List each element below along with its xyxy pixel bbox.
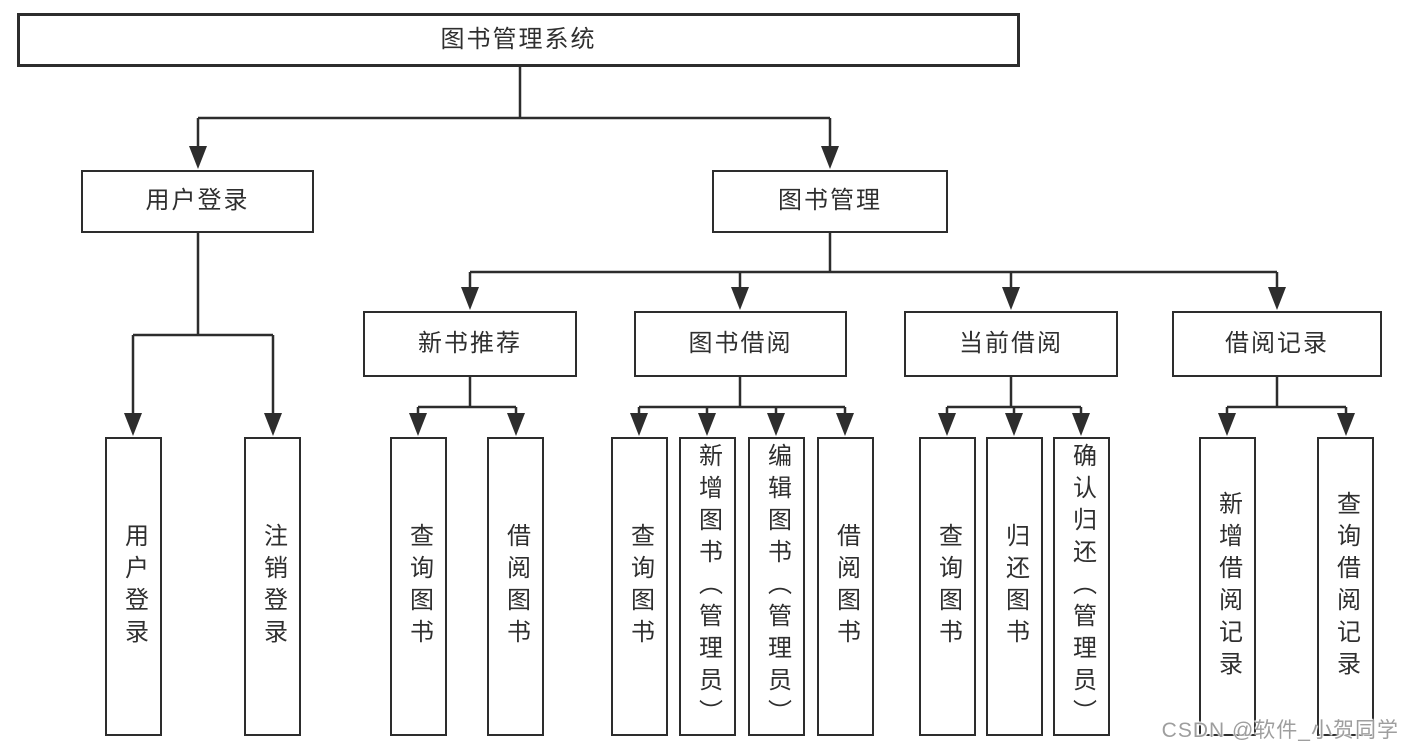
leaf-return-books: 归还图书: [986, 437, 1043, 736]
node-library-management-system: 图书管理系统: [17, 13, 1020, 67]
arrowhead-down-icon: [189, 146, 207, 169]
arrowhead-down-icon: [836, 413, 854, 436]
arrowhead-down-icon: [630, 413, 648, 436]
node-current-borrowing: 当前借阅: [904, 311, 1118, 377]
leaf-confirm-return-admin: 确认归还（管理员）: [1053, 437, 1110, 736]
arrowhead-down-icon: [1005, 413, 1023, 436]
node-label: 借阅记录: [1225, 329, 1329, 357]
arrowhead-down-icon: [767, 413, 785, 436]
leaf-user-login: 用户登录: [105, 437, 162, 736]
node-borrowing-records: 借阅记录: [1172, 311, 1382, 377]
arrowhead-down-icon: [1072, 413, 1090, 436]
arrowhead-down-icon: [731, 287, 749, 310]
leaf-borrow-books-1: 借阅图书: [487, 437, 544, 736]
node-label: 新增借阅记录: [1214, 490, 1242, 683]
node-book-borrowing: 图书借阅: [634, 311, 847, 377]
node-label: 借阅图书: [832, 522, 860, 651]
node-label: 用户登录: [145, 187, 250, 215]
leaf-query-books-3: 查询图书: [919, 437, 976, 736]
arrowhead-down-icon: [1002, 287, 1020, 310]
node-label: 图书管理: [778, 187, 882, 215]
arrowhead-down-icon: [124, 413, 142, 436]
node-new-book-recommendation: 新书推荐: [363, 311, 577, 377]
leaf-edit-books-admin: 编辑图书（管理员）: [748, 437, 805, 736]
leaf-query-books-1: 查询图书: [390, 437, 447, 736]
node-label: 新书推荐: [418, 329, 522, 357]
node-label: 图书管理系统: [440, 25, 597, 53]
node-label: 确认归还（管理员）: [1068, 442, 1096, 731]
node-label: 查询借阅记录: [1332, 490, 1360, 683]
leaf-query-books-2: 查询图书: [611, 437, 668, 736]
watermark-credit: CSDN @软件_小贺同学: [1161, 719, 1399, 742]
node-label: 当前借阅: [959, 329, 1063, 357]
node-book-management: 图书管理: [712, 170, 948, 233]
node-label: 查询图书: [626, 522, 654, 651]
leaf-borrow-books-2: 借阅图书: [817, 437, 874, 736]
node-user-login: 用户登录: [81, 170, 314, 233]
node-label: 查询图书: [405, 522, 433, 651]
arrowhead-down-icon: [821, 146, 839, 169]
node-label: 查询图书: [934, 522, 962, 651]
arrowhead-down-icon: [938, 413, 956, 436]
arrowhead-down-icon: [1337, 413, 1355, 436]
node-label: 图书借阅: [688, 329, 793, 357]
leaf-logout: 注销登录: [244, 437, 301, 736]
leaf-add-books-admin: 新增图书（管理员）: [679, 437, 736, 736]
node-label: 借阅图书: [502, 522, 530, 651]
node-label: 注销登录: [259, 522, 287, 651]
arrowhead-down-icon: [461, 287, 479, 310]
arrowhead-down-icon: [409, 413, 427, 436]
node-label: 归还图书: [1001, 522, 1029, 651]
node-label: 用户登录: [120, 522, 148, 651]
arrowhead-down-icon: [264, 413, 282, 436]
node-label: 新增图书（管理员）: [694, 442, 722, 731]
arrowhead-down-icon: [1218, 413, 1236, 436]
leaf-query-borrow-record: 查询借阅记录: [1317, 437, 1374, 736]
leaf-add-borrow-record: 新增借阅记录: [1199, 437, 1256, 736]
arrowhead-down-icon: [698, 413, 716, 436]
arrowhead-down-icon: [507, 413, 525, 436]
arrowhead-down-icon: [1268, 287, 1286, 310]
node-label: 编辑图书（管理员）: [763, 442, 791, 731]
